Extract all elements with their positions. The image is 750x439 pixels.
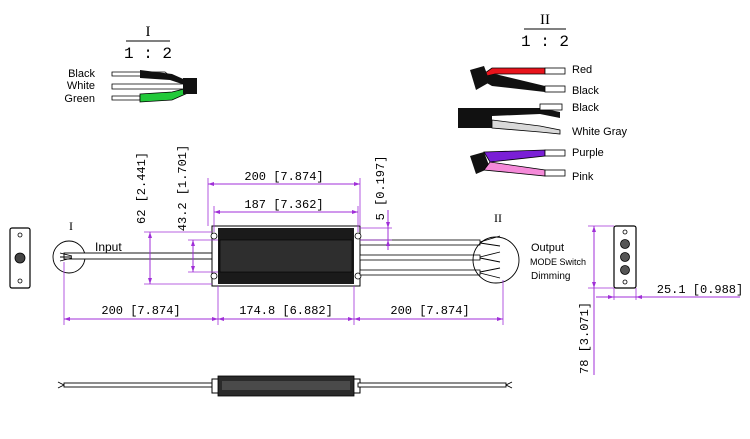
detail-2-label-black-1: Black xyxy=(572,85,599,97)
detail-2-wire-black-2-tip xyxy=(539,103,563,111)
dim-right-wire: 200 [7.874] xyxy=(390,304,469,318)
callout-2-circle xyxy=(472,236,520,284)
detail-2-wire-black-1 xyxy=(478,74,545,92)
detail-2-wire-black-1-tip xyxy=(544,85,566,93)
detail-2-pair-1 xyxy=(470,66,566,93)
detail-1-wire-white xyxy=(111,83,186,90)
left-end-view xyxy=(9,227,31,289)
dim-5-arrows xyxy=(386,222,390,246)
detail-2-numeral: II xyxy=(540,12,550,28)
detail-1-scale: 1 : 2 xyxy=(124,45,172,63)
dim-depth: 25.1 [0.988] xyxy=(657,283,743,297)
detail-2: II 1 : 2 Red Black Black White xyxy=(458,12,628,183)
right-end-view: 25.1 [0.988] 78 [3.071] xyxy=(578,225,743,375)
detail-2-wire-purple-tip xyxy=(544,149,566,157)
detail-2-wire-purple xyxy=(483,149,546,163)
detail-2-label-purple: Purple xyxy=(572,147,604,159)
side-output-cable xyxy=(357,382,507,388)
left-end-gland xyxy=(14,252,26,264)
detail-2-label-black-2: Black xyxy=(572,102,599,114)
detail-1-wire-green-tip xyxy=(111,95,141,101)
mode-switch-label: MODE Switch xyxy=(530,257,586,267)
detail-2-wire-black-2 xyxy=(492,108,560,118)
detail-2-wire-pink-tip xyxy=(544,169,566,177)
detail-2-pair-3 xyxy=(470,149,566,177)
detail-2-jacket-1 xyxy=(470,66,490,90)
right-end-gland-3 xyxy=(620,265,630,275)
dim-overall-top: 200 [7.874] xyxy=(244,170,323,184)
detail-2-wire-pink xyxy=(483,161,546,177)
detail-1-label-white: White xyxy=(67,80,95,92)
mount-hole-bl xyxy=(210,272,218,280)
callout-2-numeral: II xyxy=(494,211,502,225)
main-view: I Input II Output MODE Switch Dimming xyxy=(52,211,586,287)
callout-1-numeral: I xyxy=(69,219,73,233)
detail-1-jacket xyxy=(183,78,197,94)
input-label: Input xyxy=(95,240,122,254)
output-label: Output xyxy=(531,242,564,254)
detail-2-wire-white-gray xyxy=(491,119,561,135)
side-input-cable xyxy=(63,382,217,388)
dim-body-length: 174.8 [6.882] xyxy=(239,304,333,318)
dim-height-body: 43.2 [1.701] xyxy=(176,145,190,231)
detail-1-label-green: Green xyxy=(64,93,95,105)
left-end-hole-bottom xyxy=(17,278,23,284)
input-wire-ends xyxy=(59,252,73,262)
dimensions: 200 [7.874] 187 [7.362] 200 [7.874] 174.… xyxy=(63,145,504,325)
right-end-hole-top xyxy=(622,229,628,235)
detail-1-wires xyxy=(111,70,197,103)
mode-cable xyxy=(359,254,481,261)
detail-2-scale: 1 : 2 xyxy=(521,33,569,51)
side-view xyxy=(57,375,513,397)
detail-2-label-pink: Pink xyxy=(572,171,594,183)
mount-hole-tr xyxy=(354,232,362,240)
right-end-hole-bottom xyxy=(622,279,628,285)
detail-1-label-black: Black xyxy=(68,68,95,80)
right-end-gland-2 xyxy=(620,252,630,262)
mount-hole-tl xyxy=(210,232,218,240)
input-cable xyxy=(63,252,215,260)
dim-end-height: 78 [3.071] xyxy=(578,302,592,374)
dim-flange: 5 [0.197] xyxy=(374,156,388,221)
detail-2-wire-red-tip xyxy=(544,67,566,75)
detail-1: I 1 : 2 Black White Green xyxy=(64,24,197,105)
output-wire-ends xyxy=(479,235,501,279)
housing-top-face xyxy=(219,239,353,273)
detail-1-wire-green xyxy=(139,87,191,103)
dim-mounting: 187 [7.362] xyxy=(244,198,323,212)
mount-hole-br xyxy=(354,272,362,280)
detail-2-jacket-2 xyxy=(458,108,492,128)
dim-62-arrows xyxy=(148,232,152,284)
detail-1-wire-black xyxy=(140,70,190,86)
right-end-gland-1 xyxy=(620,239,630,249)
dim-left-wire: 200 [7.874] xyxy=(101,304,180,318)
dimming-label: Dimming xyxy=(531,271,570,282)
output-cable xyxy=(359,239,481,246)
dimming-cable xyxy=(359,269,481,276)
detail-1-numeral: I xyxy=(146,24,151,40)
detail-2-label-white-gray: White Gray xyxy=(572,126,628,138)
side-housing-face xyxy=(222,381,350,390)
detail-2-pair-2 xyxy=(458,103,563,135)
side-cable-ends xyxy=(57,381,513,389)
dim-height-outer: 62 [2.441] xyxy=(135,152,149,224)
left-end-hole-top xyxy=(17,232,23,238)
detail-2-label-red: Red xyxy=(572,64,592,76)
